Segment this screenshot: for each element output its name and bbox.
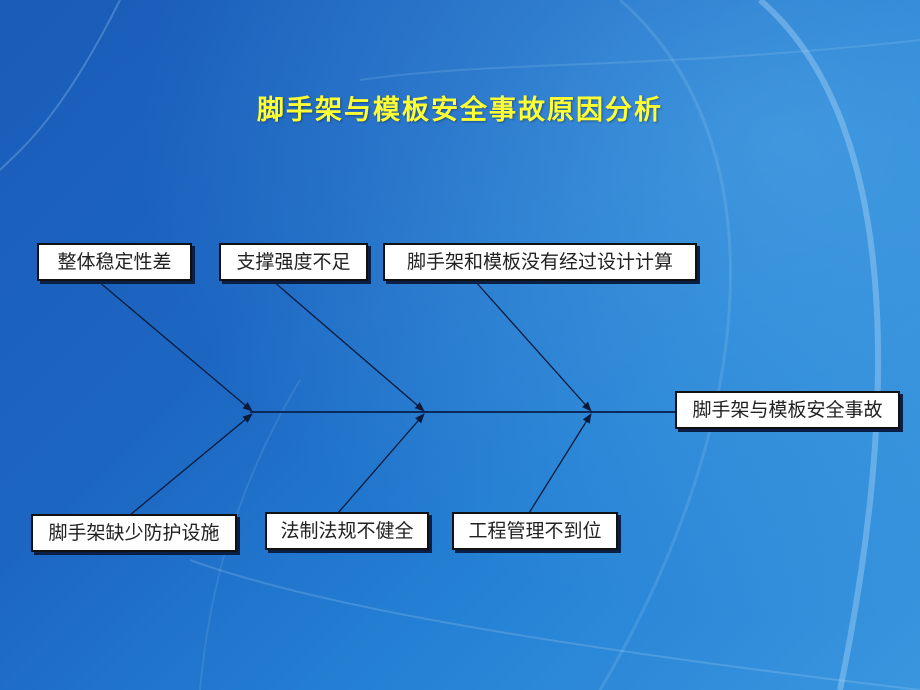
bone-bottom-3	[528, 413, 592, 514]
page-title: 脚手架与模板安全事故原因分析	[257, 95, 663, 126]
cause-box-no-design-calculation: 脚手架和模板没有经过设计计算	[383, 243, 697, 281]
bone-top-3	[474, 280, 592, 412]
cause-box-engineering-management: 工程管理不到位	[452, 512, 618, 550]
cause-box-overall-stability: 整体稳定性差	[37, 243, 192, 281]
bone-bottom-2	[337, 413, 425, 514]
bone-bottom-1	[129, 413, 253, 516]
effect-box: 脚手架与模板安全事故	[675, 391, 900, 429]
cause-box-legal-regulations: 法制法规不健全	[265, 512, 429, 550]
cause-box-lack-protection: 脚手架缺少防护设施	[31, 514, 237, 552]
cause-box-support-strength: 支撑强度不足	[219, 243, 368, 281]
bone-top-2	[272, 280, 425, 412]
bone-top-1	[97, 280, 253, 412]
